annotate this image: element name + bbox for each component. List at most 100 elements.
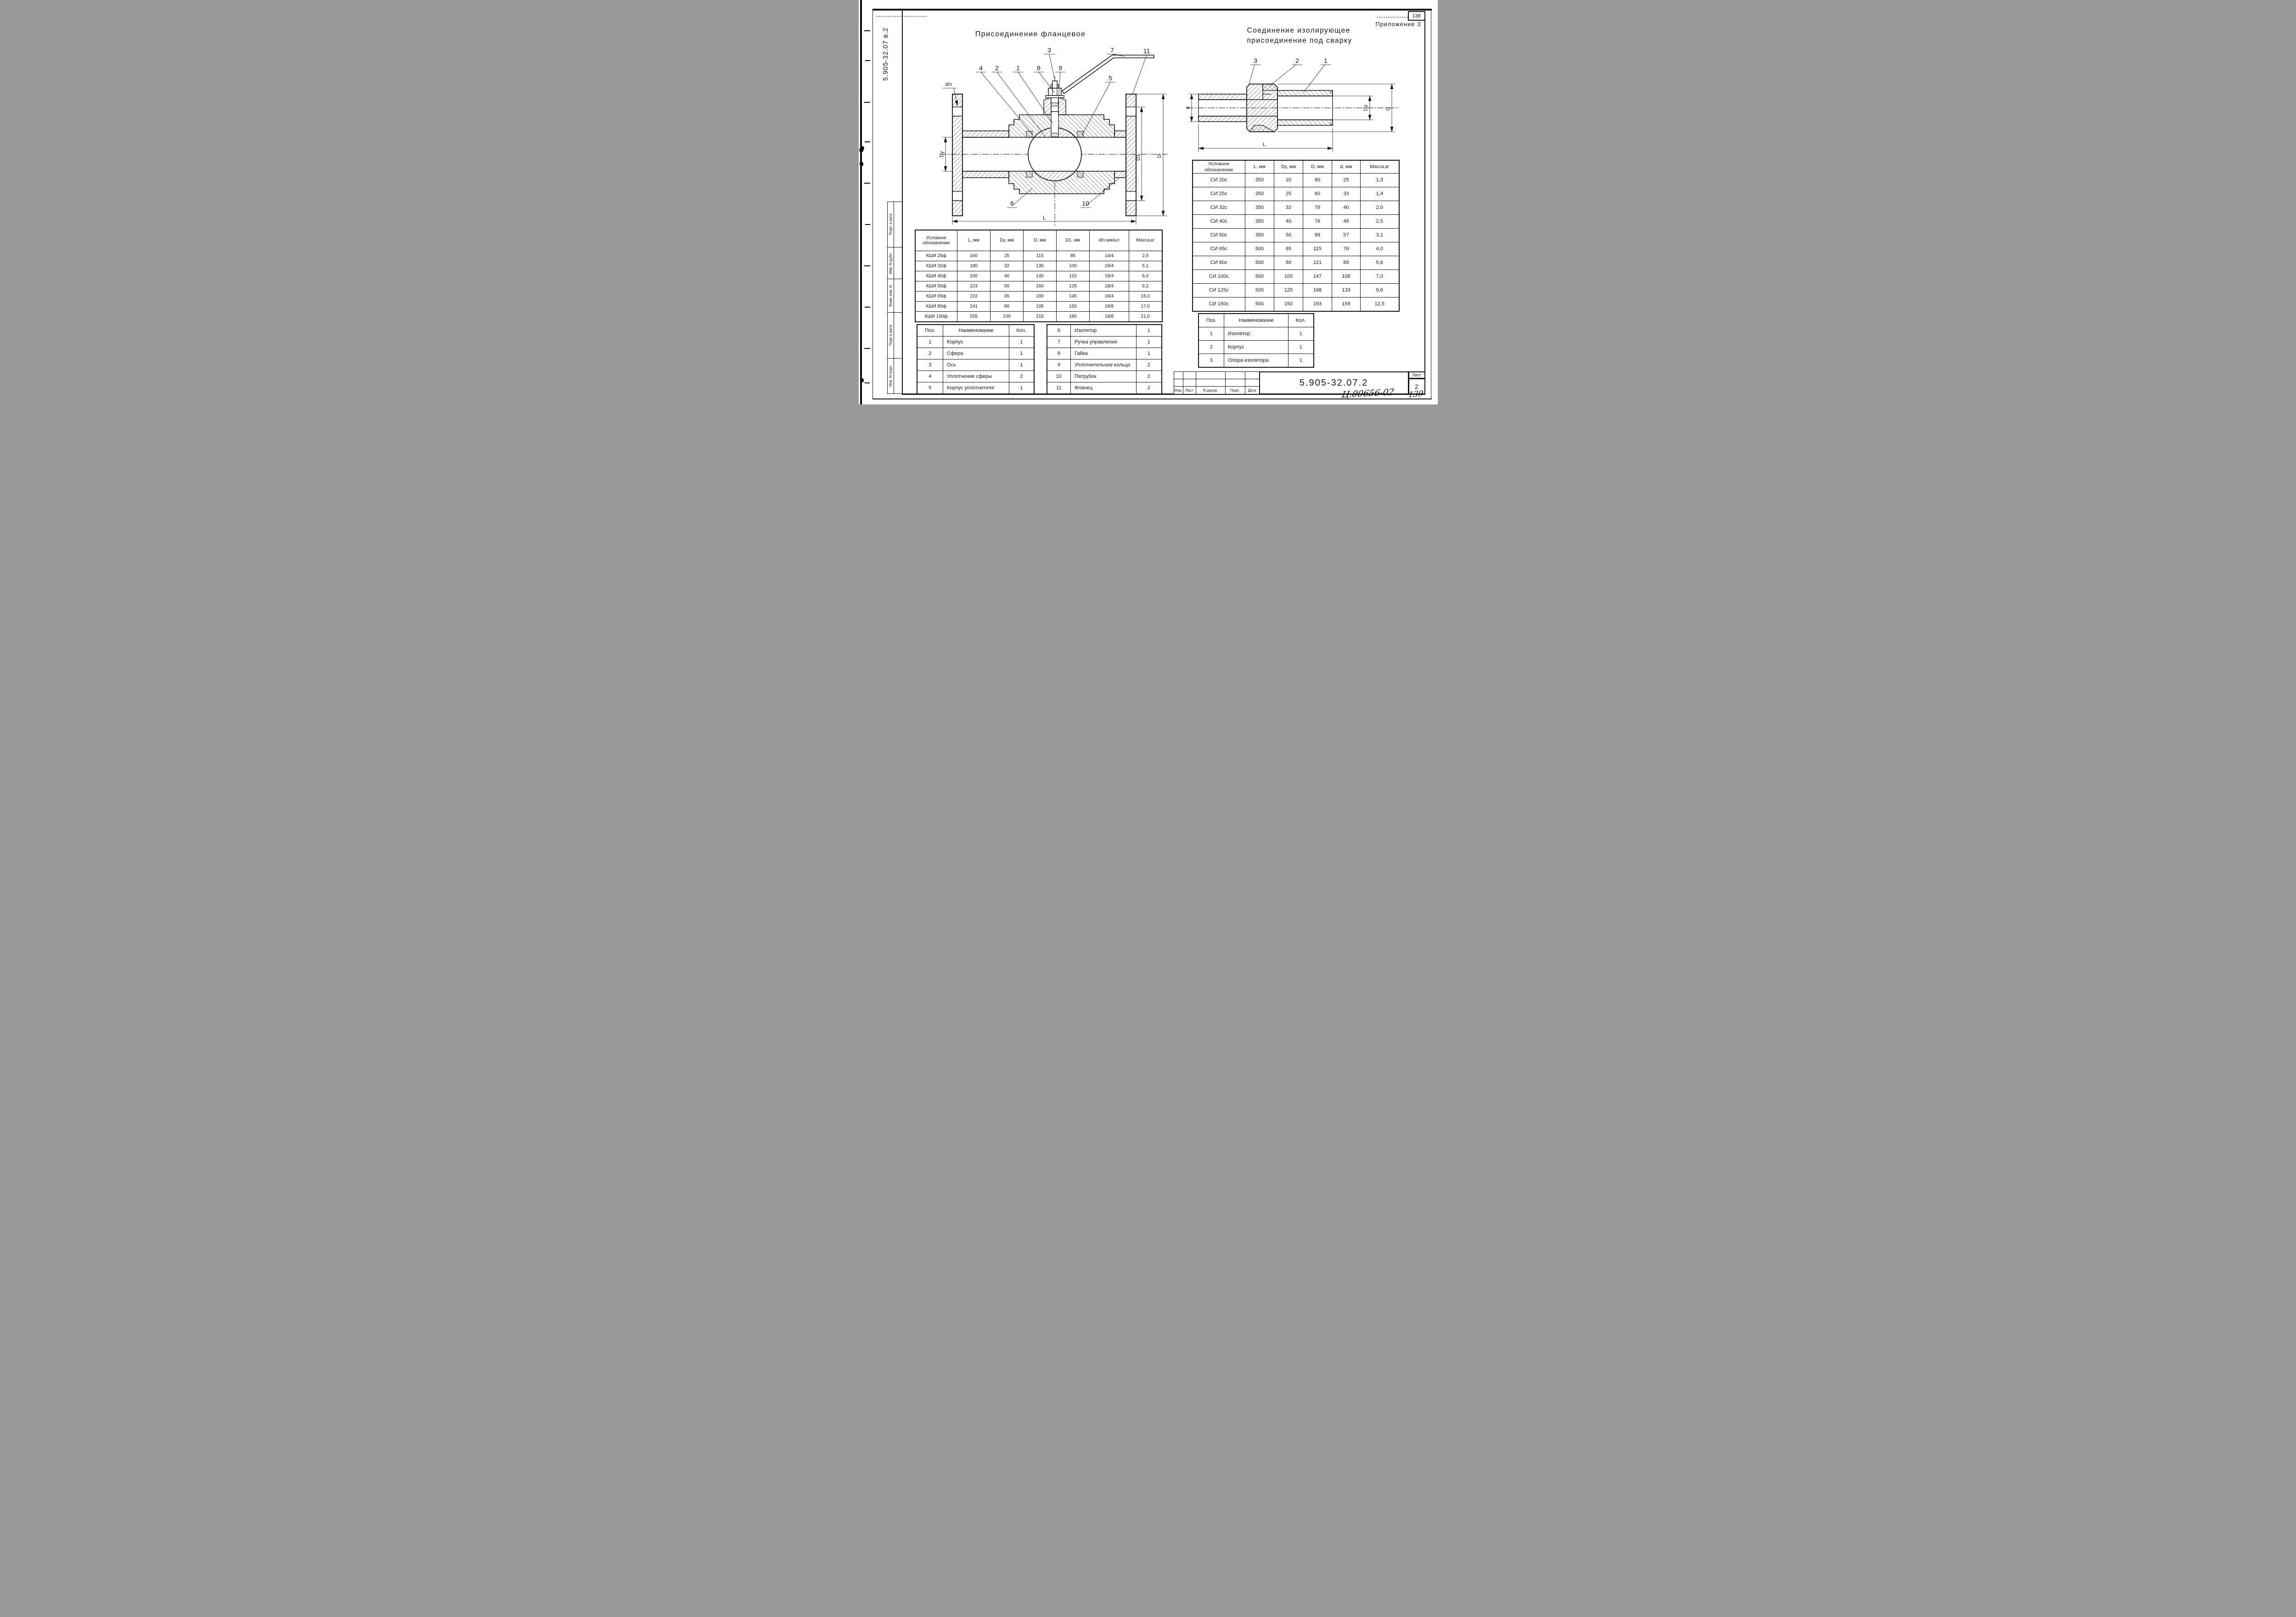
table-cell: 350 [1245,214,1274,229]
scan-mark [858,145,865,153]
table-cell: 125 [1274,283,1303,298]
table-cell: 1,4 [1360,187,1399,201]
column-header: Кол. [1009,324,1034,337]
callout-10: 10 [1082,200,1089,207]
table-cell: 2,5 [1129,251,1162,261]
tb-col-ndok: N докум. [1203,388,1218,393]
callout-11: 11 [1143,47,1150,55]
table-cell: Сфера [943,348,1009,359]
table-cell: СИ 80с [1192,256,1245,270]
column-header: Dy, мм [990,230,1024,251]
table-cell: 2 [1136,382,1162,394]
callout-2: 2 [995,64,999,72]
table-cell: 89 [1332,256,1361,270]
table-cell: 150 [1274,297,1303,312]
table-cell: Опора изолятора [1224,354,1289,368]
table-cell: 100 [1274,270,1303,284]
table-cell: 180 [1056,311,1090,322]
callout-leaders [975,54,1152,208]
table-cell: 40 [990,271,1024,281]
table-cell: 1,3 [1360,173,1399,187]
table-cell: 350 [1245,201,1274,215]
column-header: Масса,кг [1129,230,1162,251]
table-cell: 147 [1303,270,1332,284]
table-cell: 1 [1009,348,1034,359]
table-cell: 5,6 [1360,256,1399,270]
table-cell: СИ 25с [1192,187,1245,201]
dim-dn [942,88,958,106]
frame-inner-right [1424,11,1425,394]
column-header: Условное обозначение [1192,160,1245,174]
table-cell: 76 [1303,201,1332,215]
table-cell: Корпус [943,336,1009,348]
stamp-label: Инв. N подл. [888,365,893,387]
table-cell: 108 [1332,270,1361,284]
table-cell: 25 [1332,173,1361,187]
callout-3: 3 [1254,57,1257,64]
table-cell: 121 [1303,256,1332,270]
table-cell: 145 [1056,291,1090,302]
table-cell: 195 [1023,301,1057,312]
table-cell: 1 [1288,354,1314,368]
stamp-label: Подп и дата [888,325,893,346]
table-cell: 18/4 [1089,281,1129,292]
table-cell: Изолятор [1070,324,1137,337]
callout-8: 8 [1037,64,1041,72]
column-header: d, мм [1332,160,1361,174]
stem-assembly [1043,80,1066,138]
table-cell: СИ 50с [1192,228,1245,242]
insulating-coupling-drawing: 3 2 1 d Dy D L [1186,57,1399,152]
handwritten-page-number: 139 [1407,389,1424,400]
table-cell: 6,0 [1129,271,1162,281]
table-cell: 180 [957,261,990,271]
dim-label-d: D [1157,154,1162,158]
table-cell: 9,6 [1360,283,1399,298]
table-cell: 350 [1245,228,1274,242]
table-cell: 18/8 [1089,301,1129,312]
dim-l [951,217,1137,225]
table-cell: 5 [917,382,943,394]
column-header: Наименование [1224,313,1289,327]
table-cell: 110 [1056,271,1090,281]
table-cell: 222 [957,291,990,302]
table-cell: 215 [1023,311,1057,322]
table-cell: 50 [1274,228,1303,242]
table-cell: 1 [917,336,943,348]
column-header: D1, мм [1056,230,1090,251]
table-cell: 2,0 [1360,201,1399,215]
tb-col-list: Лист [1185,388,1193,393]
left-flange [951,94,963,216]
column-header: Поз. [917,324,943,337]
column-header: Поз. [1198,313,1224,327]
column-header: L, мм [1245,160,1274,174]
table-cell: СИ 125с [1192,283,1245,298]
table-cell: 18/8 [1089,311,1129,322]
table-cell: СИ 40с [1192,214,1245,229]
table-cell: 2 [1198,340,1224,354]
coupling-collar [1246,84,1278,132]
table-cell: 168 [1303,283,1332,298]
column-header: Условное обозначение [915,230,957,251]
table-cell: СИ 100с [1192,270,1245,284]
dim-D [1277,84,1395,132]
table-cell: 7,0 [1360,270,1399,284]
table-cell: Уплотнение сферы [943,371,1009,382]
table-cell: 60 [1303,173,1332,187]
table-cell: 500 [1245,256,1274,270]
table-cell: 500 [1245,242,1274,256]
coupling-right-pipe [1277,90,1333,126]
table-cell: 60 [1303,187,1332,201]
